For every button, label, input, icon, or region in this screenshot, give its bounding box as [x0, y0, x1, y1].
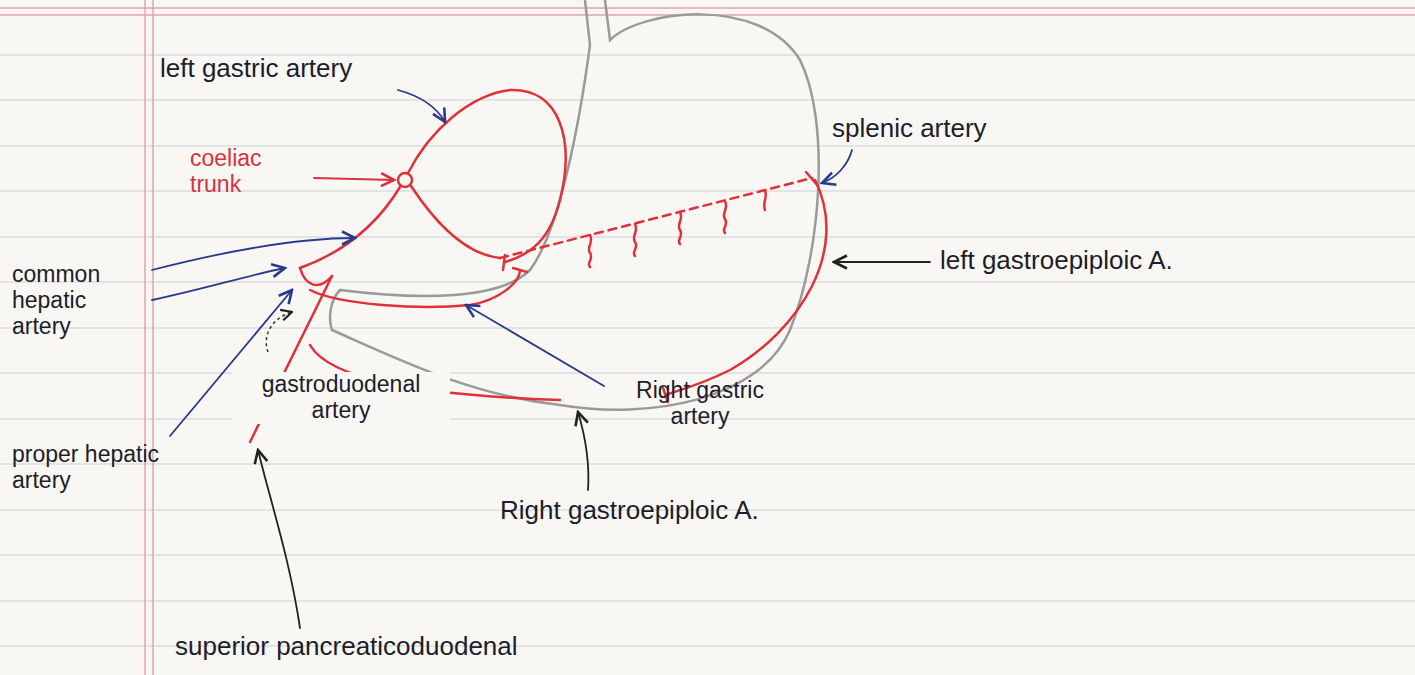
- part-label: Right gastric artery: [612, 378, 788, 430]
- stomach-outline: [330, 0, 819, 410]
- short-gastric-vessel: [679, 212, 681, 244]
- left-gastric-vessel: [408, 90, 566, 262]
- margin-line: [152, 0, 154, 675]
- greater-curvature: [332, 0, 819, 410]
- part-label: Right gastroepiploic A.: [500, 496, 759, 525]
- part-label: common hepatic artery: [12, 262, 148, 339]
- vessel-tick: [513, 268, 527, 272]
- right-gastric-vessel: [310, 270, 520, 307]
- leader-line: [398, 90, 445, 122]
- leader-line: [578, 412, 588, 490]
- rule-line: [0, 236, 1415, 237]
- part-label: splenic artery: [832, 114, 987, 143]
- rule-line: [0, 327, 1415, 328]
- rule-line: [0, 99, 1415, 100]
- part-label: left gastroepiploic A.: [940, 246, 1173, 275]
- splenic-vessel: [411, 186, 500, 258]
- leader-line: [258, 450, 300, 628]
- leader-line: [152, 238, 355, 270]
- short-gastric-vessel: [764, 190, 766, 210]
- leader-line: [314, 178, 394, 180]
- part-label: gastroduodenal artery: [232, 372, 450, 424]
- rule-line: [0, 554, 1415, 555]
- lesser-curvature: [340, 0, 590, 296]
- short-gastric-vessel: [634, 224, 636, 256]
- pylorus: [330, 290, 340, 330]
- short-gastric-vessel: [589, 235, 591, 267]
- part-label: superior pancreaticoduodenal: [175, 632, 518, 661]
- left-gastroepiploic-vessel: [665, 180, 826, 395]
- part-label: left gastric artery: [160, 54, 352, 83]
- hepatic-loop: [300, 268, 332, 285]
- rule-line: [0, 600, 1415, 601]
- rule-line: [0, 372, 1415, 373]
- margin-line: [144, 0, 146, 675]
- ruled-lines: [0, 55, 1415, 646]
- leader-line: [834, 261, 930, 263]
- short-gastric-vessel: [724, 201, 726, 233]
- dotted-arrow: [266, 312, 292, 352]
- part-label: coeliac trunk: [190, 146, 308, 198]
- leader-line: [466, 305, 604, 386]
- rule-line: [0, 463, 1415, 464]
- common-hepatic-vessel: [300, 187, 400, 268]
- rule-line: [0, 281, 1415, 282]
- margin-line: [0, 7, 1415, 9]
- leader-line: [822, 150, 852, 183]
- part-label: proper hepatic artery: [12, 442, 202, 494]
- leader-lines: [152, 90, 930, 628]
- splenic-vessel: [500, 178, 812, 258]
- leader-line: [152, 268, 285, 300]
- coeliac-origin: [398, 173, 412, 187]
